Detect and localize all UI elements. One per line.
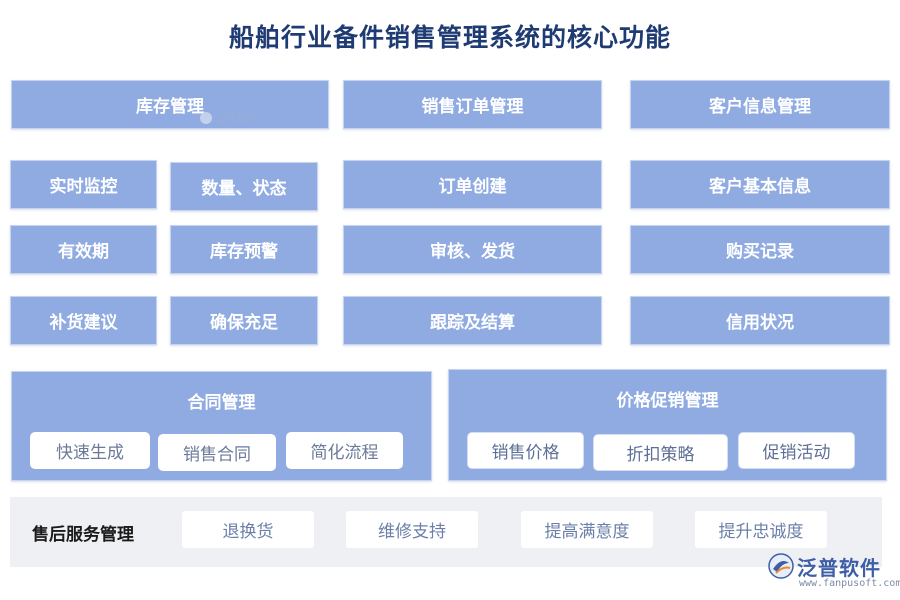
inventory-item-label: 库存预警	[210, 242, 278, 262]
orders-item-label: 审核、发货	[430, 242, 515, 262]
inventory-item-label: 数量、状态	[201, 179, 287, 199]
inventory-header-label: 库存管理	[136, 97, 204, 117]
after-sales-section: 售后服务管理 退换货 维修支持 提高满意度 提升忠诚度	[10, 497, 882, 567]
pricing-panel: 价格促销管理 销售价格 折扣策略 促销活动	[448, 369, 887, 481]
contract-item-generate: 快速生成	[30, 432, 150, 469]
contract-item-simplify: 简化流程	[286, 432, 403, 469]
orders-item-review: 审核、发货	[343, 225, 602, 274]
watermark-text: 泛普软件	[215, 112, 259, 125]
customers-item-history: 购买记录	[630, 225, 890, 274]
watermark: 泛普软件	[200, 110, 259, 126]
customers-header: 客户信息管理	[630, 80, 890, 129]
orders-header: 销售订单管理	[343, 80, 602, 129]
customers-item-label: 客户基本信息	[709, 177, 811, 197]
after-sales-item-returns: 退换货	[182, 511, 314, 548]
inventory-item-label: 补货建议	[49, 313, 118, 333]
pricing-item-discount: 折扣策略	[593, 434, 728, 471]
orders-header-label: 销售订单管理	[421, 97, 524, 117]
page-title: 船舶行业备件销售管理系统的核心功能	[228, 23, 671, 52]
fanpu-logo-icon	[768, 553, 794, 579]
pricing-panel-title: 价格促销管理	[616, 391, 719, 411]
inventory-item-replenish: 补货建议	[10, 296, 157, 345]
contract-panel: 合同管理 快速生成 销售合同 简化流程	[11, 371, 432, 481]
orders-item-label: 跟踪及结算	[430, 313, 515, 333]
brand-name: 泛普软件	[797, 556, 881, 580]
pricing-item-promotion: 促销活动	[738, 432, 855, 469]
inventory-item-expiry: 有效期	[10, 225, 157, 274]
orders-item-track: 跟踪及结算	[343, 296, 602, 345]
brand-url: www.fanpusoft.com	[799, 578, 900, 589]
customers-item-label: 购买记录	[726, 242, 794, 262]
orders-item-create: 订单创建	[343, 160, 602, 209]
after-sales-item-satisfaction: 提高满意度	[521, 511, 653, 548]
inventory-item-label: 有效期	[58, 242, 109, 262]
watermark-logo-icon	[200, 112, 212, 124]
inventory-item-realtime: 实时监控	[10, 160, 157, 209]
inventory-header: 库存管理	[11, 80, 329, 129]
contract-panel-title: 合同管理	[187, 393, 256, 413]
inventory-item-label: 实时监控	[49, 177, 118, 197]
pricing-item-price: 销售价格	[467, 432, 584, 469]
orders-item-label: 订单创建	[438, 177, 507, 197]
brand-logo: 泛普软件 www.fanpusoft.com	[767, 552, 900, 596]
customers-item-label: 信用状况	[726, 313, 794, 333]
customers-item-credit: 信用状况	[630, 296, 890, 345]
inventory-item-sufficient: 确保充足	[170, 296, 318, 345]
after-sales-title: 售后服务管理	[32, 524, 134, 545]
after-sales-item-loyalty: 提升忠诚度	[695, 511, 827, 548]
inventory-item-label: 确保充足	[210, 313, 278, 333]
after-sales-item-repair: 维修支持	[346, 511, 478, 548]
customers-item-basic: 客户基本信息	[630, 160, 890, 209]
inventory-item-alert: 库存预警	[170, 225, 318, 274]
contract-item-sales-contract: 销售合同	[158, 434, 276, 471]
inventory-item-quantity: 数量、状态	[170, 162, 318, 211]
customers-header-label: 客户信息管理	[709, 97, 811, 117]
